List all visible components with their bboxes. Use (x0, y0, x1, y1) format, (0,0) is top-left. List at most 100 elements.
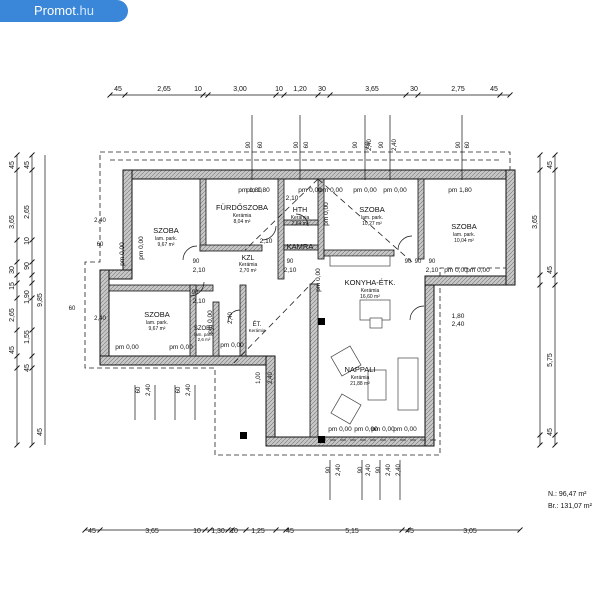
left-dim: 45 (9, 161, 16, 169)
dimension-tick (14, 365, 20, 371)
dimension-tick (415, 92, 421, 98)
bottom-dim: 45 (406, 528, 414, 535)
left-dim: 45 (24, 364, 31, 372)
svg-text:16,60 m²: 16,60 m² (360, 294, 380, 300)
opening-dim: 2,40 (336, 464, 342, 476)
dimension-tick (552, 432, 558, 438)
column-markers (240, 318, 325, 443)
opening-dim: 60 (176, 386, 182, 393)
svg-text:lam. park.: lam. park. (453, 232, 475, 238)
opening-dim: 90 (456, 141, 462, 148)
room-label: ÉT. Kerámia (249, 321, 266, 333)
bottom-dim: 3,05 (463, 528, 477, 535)
opening-label: 2,40 (452, 321, 465, 328)
left-dim: 45 (24, 161, 31, 169)
left-dim: 30 (9, 266, 16, 274)
bottom-dim: 45 (88, 528, 96, 535)
svg-text:Kerámia: Kerámia (361, 288, 380, 294)
svg-text:9,67 m²: 9,67 m² (149, 326, 166, 332)
top-dim: 1,20 (293, 86, 307, 93)
site-name: Promot (34, 3, 76, 18)
dimension-tick (537, 282, 543, 288)
dimension-tick (14, 237, 20, 243)
top-dim: 45 (490, 86, 498, 93)
svg-text:2,64 m²: 2,64 m² (292, 221, 309, 227)
opening-dim: 2,40 (146, 384, 152, 396)
site-logo[interactable]: Promot.hu (0, 0, 128, 22)
section-lines (231, 178, 440, 441)
opening-label: pm 0,00 (353, 187, 377, 194)
opening-label: pm 0,00 (220, 342, 244, 349)
opening-label: pm 0,00 (169, 344, 193, 351)
right-dim: 5,75 (547, 353, 554, 367)
opening-dim: 2,40 (367, 139, 373, 151)
bottom-dim: 10 (193, 528, 201, 535)
dimension-tick (281, 92, 287, 98)
bottom-dim: 3,65 (145, 528, 159, 535)
left-dim: 2,65 (24, 205, 31, 219)
opening-dim: 90 (193, 259, 200, 265)
left-dim: 9,85 (37, 293, 44, 307)
room-label: SZOBA lam. park. 10,27 m² (359, 205, 384, 227)
room-label: SZOBA lam. park. 10,04 m² (451, 222, 476, 244)
top-dimensions: 45 2,65 10 3,00 10 1,20 30 3,65 30 2,75 … (114, 86, 498, 93)
svg-text:Kerámia: Kerámia (249, 328, 266, 333)
dimension-tick (29, 280, 35, 286)
opening-label: pm 0,00 (393, 426, 417, 433)
right-dim: 45 (547, 266, 554, 274)
room-label: KAMRA (287, 242, 314, 251)
bottom-dim: 10 (230, 528, 238, 535)
dimension-tick (82, 527, 88, 533)
area-summary: N.: 96,47 m² Br.: 131,07 m² (548, 491, 593, 510)
dimension-tick (283, 527, 289, 533)
dimension-tick (399, 527, 405, 533)
bottom-dim: 5,15 (345, 528, 359, 535)
opening-dim: 60 (365, 141, 371, 148)
right-dim: 45 (547, 428, 554, 436)
svg-text:SZOBA: SZOBA (451, 222, 476, 231)
dimension-tick (517, 527, 523, 533)
svg-text:lam. park.: lam. park. (194, 332, 214, 337)
dimension-tick (29, 327, 35, 333)
room-label: SZOBA lam. park. 9,67 m² (144, 310, 169, 332)
opening-label: pm 0,00 (115, 344, 139, 351)
opening-dim: 2,40 (228, 312, 234, 324)
svg-text:HTH: HTH (293, 207, 307, 214)
opening-dim: 2,40 (268, 372, 274, 384)
dimension-ticks (14, 92, 558, 533)
opening-label: pm 0,00 (328, 426, 352, 433)
room-labels: SZOBA lam. park. 9,67 m² FÜRDŐSZOBA Kerá… (144, 203, 476, 387)
svg-text:21,88 m²: 21,88 m² (350, 381, 370, 387)
opening-dim: 90 (376, 466, 382, 473)
opening-dim: 90 (294, 141, 300, 148)
top-dim: 45 (114, 86, 122, 93)
svg-text:2,6 m²: 2,6 m² (198, 337, 211, 342)
dimension-tick (537, 272, 543, 278)
opening-label: 1,80 (452, 313, 465, 320)
top-dim: 2,65 (157, 86, 171, 93)
opening-label: 2,10 (284, 267, 297, 274)
dimension-lines (16, 94, 556, 531)
dimension-tick (29, 295, 35, 301)
dimension-tick (552, 272, 558, 278)
opening-dim: 60 (304, 141, 310, 148)
dimension-tick (14, 272, 20, 278)
opening-dim: 2,40 (186, 384, 192, 396)
svg-text:NAPPALI: NAPPALI (344, 365, 375, 374)
dimension-tick (14, 280, 20, 286)
svg-text:lam. park.: lam. park. (155, 236, 177, 242)
svg-text:lam. park.: lam. park. (361, 215, 383, 221)
opening-label: pm 0,00 (207, 310, 214, 334)
dimension-tick (403, 92, 409, 98)
room-label: KONYHA-ÉTK. Kerámia 16,60 m² (345, 278, 396, 300)
room-label: NAPPALI Kerámia 21,88 m² (344, 365, 375, 387)
dimension-tick (29, 167, 35, 173)
dimension-tick (552, 167, 558, 173)
opening-dim: 60 (258, 141, 264, 148)
top-dim: 3,00 (233, 86, 247, 93)
left-dim: 90 (24, 262, 31, 270)
dimension-tick (14, 295, 20, 301)
opening-dim: 2,40 (366, 464, 372, 476)
opening-dim: 90 (358, 466, 364, 473)
